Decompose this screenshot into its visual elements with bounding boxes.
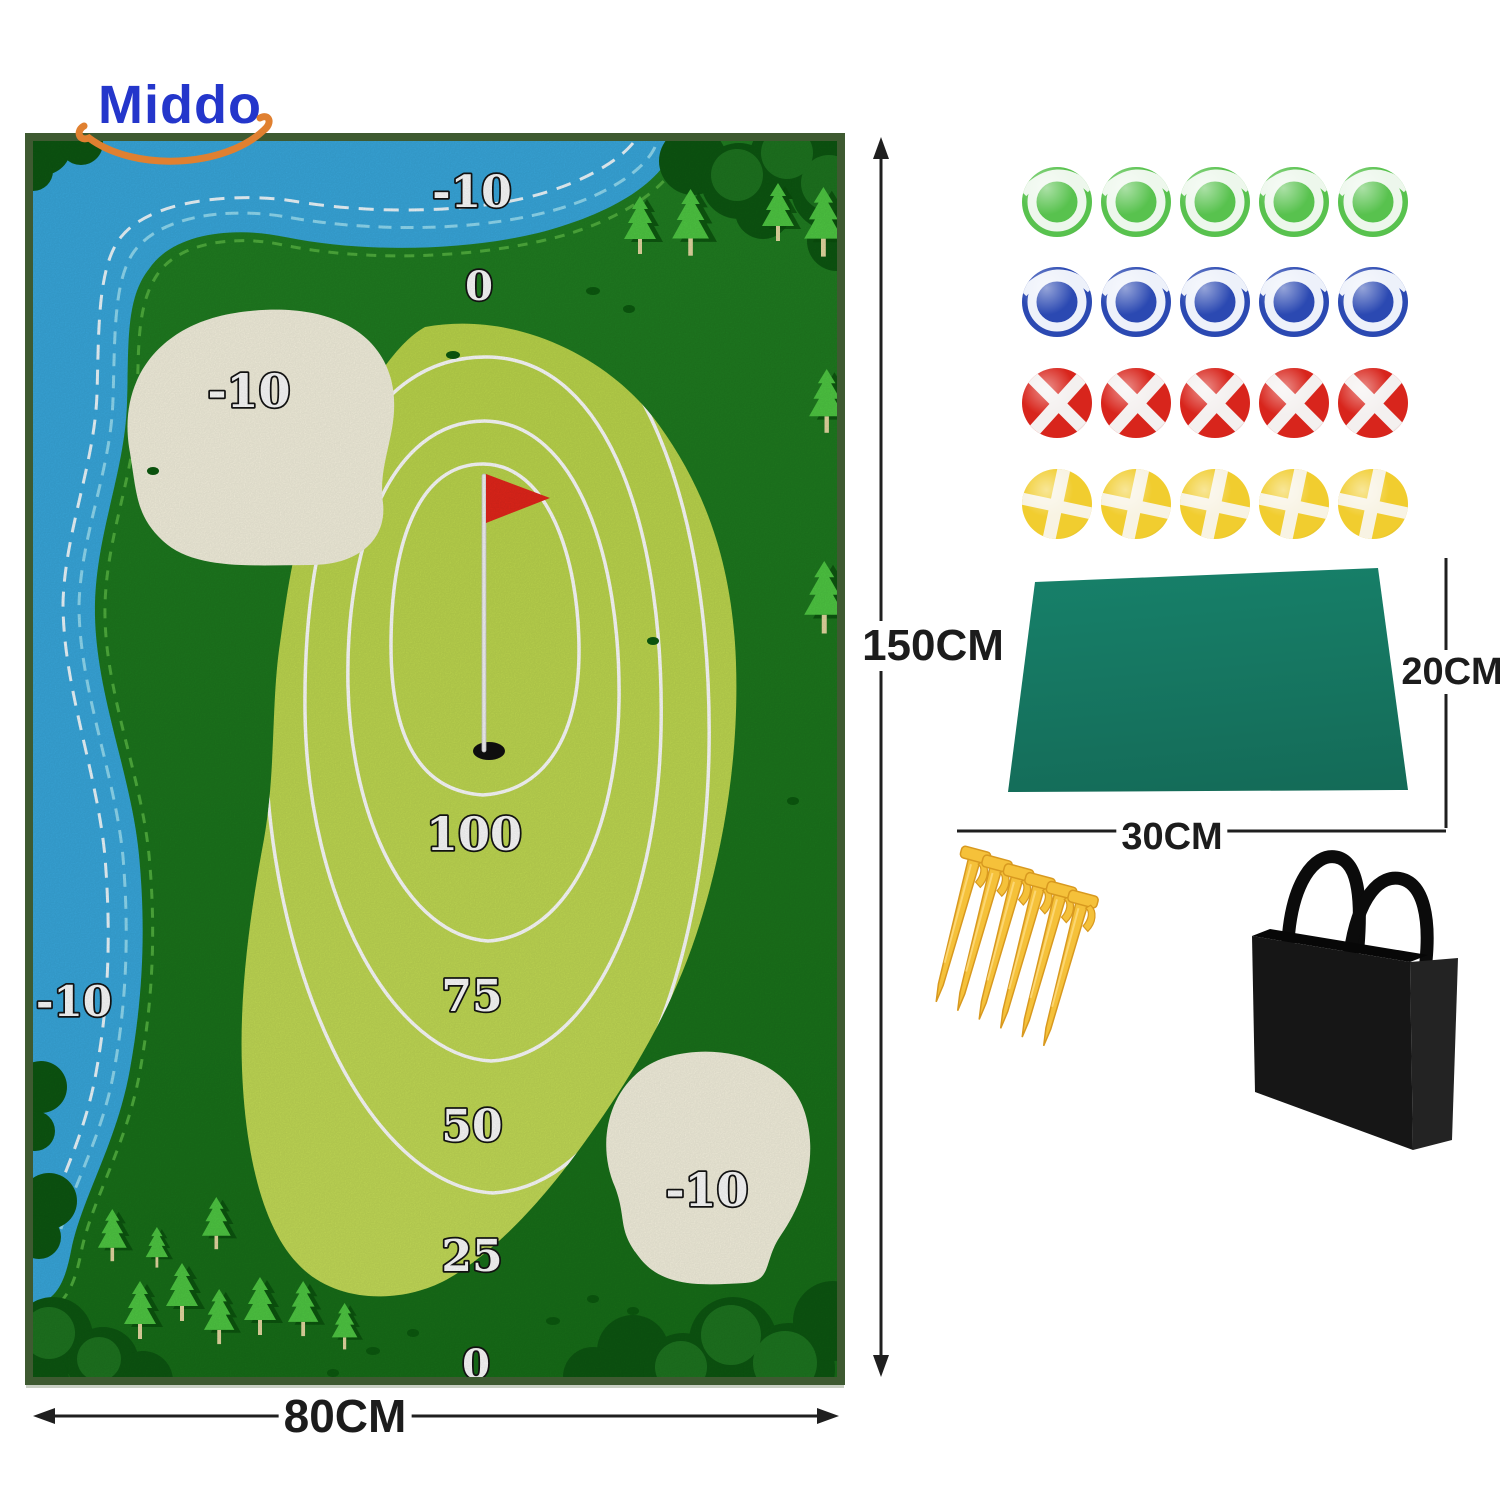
green-ball (1101, 167, 1171, 237)
sticky-balls-grid (1020, 165, 1416, 545)
blue-ball (1022, 267, 1092, 337)
ground-stakes (900, 840, 1180, 1080)
green-ball (1338, 167, 1408, 237)
blue-ball (1180, 267, 1250, 337)
red-ball (1022, 368, 1092, 438)
red-balls-row (1020, 366, 1410, 440)
blue-ball (1338, 267, 1408, 337)
yellow-ball (1022, 469, 1092, 539)
yellow-ball (1101, 469, 1171, 539)
bag-handles (1281, 850, 1434, 968)
stakes-illustration (920, 844, 1102, 1052)
golf-mat-illustration: -10 0 -10 100 75 50 25 0 -10 -10 (33, 141, 837, 1377)
red-ball (1259, 368, 1329, 438)
yellow-ball (1259, 469, 1329, 539)
chipping-mat (1008, 568, 1408, 792)
golf-mat: -10 0 -10 100 75 50 25 0 -10 -10 (25, 133, 845, 1385)
green-ball (1259, 167, 1329, 237)
bag-front-panel (1252, 936, 1413, 1150)
bag-back-edge (1252, 929, 1428, 962)
mat-width-label: 80CM (278, 1390, 412, 1442)
blue-balls-row (1020, 265, 1410, 339)
green-balls-row (1020, 165, 1410, 239)
red-ball (1338, 368, 1408, 438)
yellow-ball (1338, 469, 1408, 539)
yellow-ball (1180, 469, 1250, 539)
chip-mat-height-label: 20CM (1396, 650, 1500, 694)
brand-logo: Middo (72, 70, 292, 170)
carry-bag (1252, 850, 1458, 1150)
blue-ball (1259, 267, 1329, 337)
chip-mat-width-label: 30CM (1116, 815, 1228, 859)
red-ball (1180, 368, 1250, 438)
grass-texture (33, 141, 837, 1377)
red-ball (1101, 368, 1171, 438)
mat-height-label: 150CM (857, 621, 1009, 671)
logo-swoosh-icon (75, 113, 273, 165)
yellow-balls-row (1020, 467, 1410, 541)
bag-side-gusset (1410, 958, 1458, 1150)
blue-ball (1101, 267, 1171, 337)
green-ball (1022, 167, 1092, 237)
brand-name: Middo (98, 75, 262, 135)
green-ball (1180, 167, 1250, 237)
